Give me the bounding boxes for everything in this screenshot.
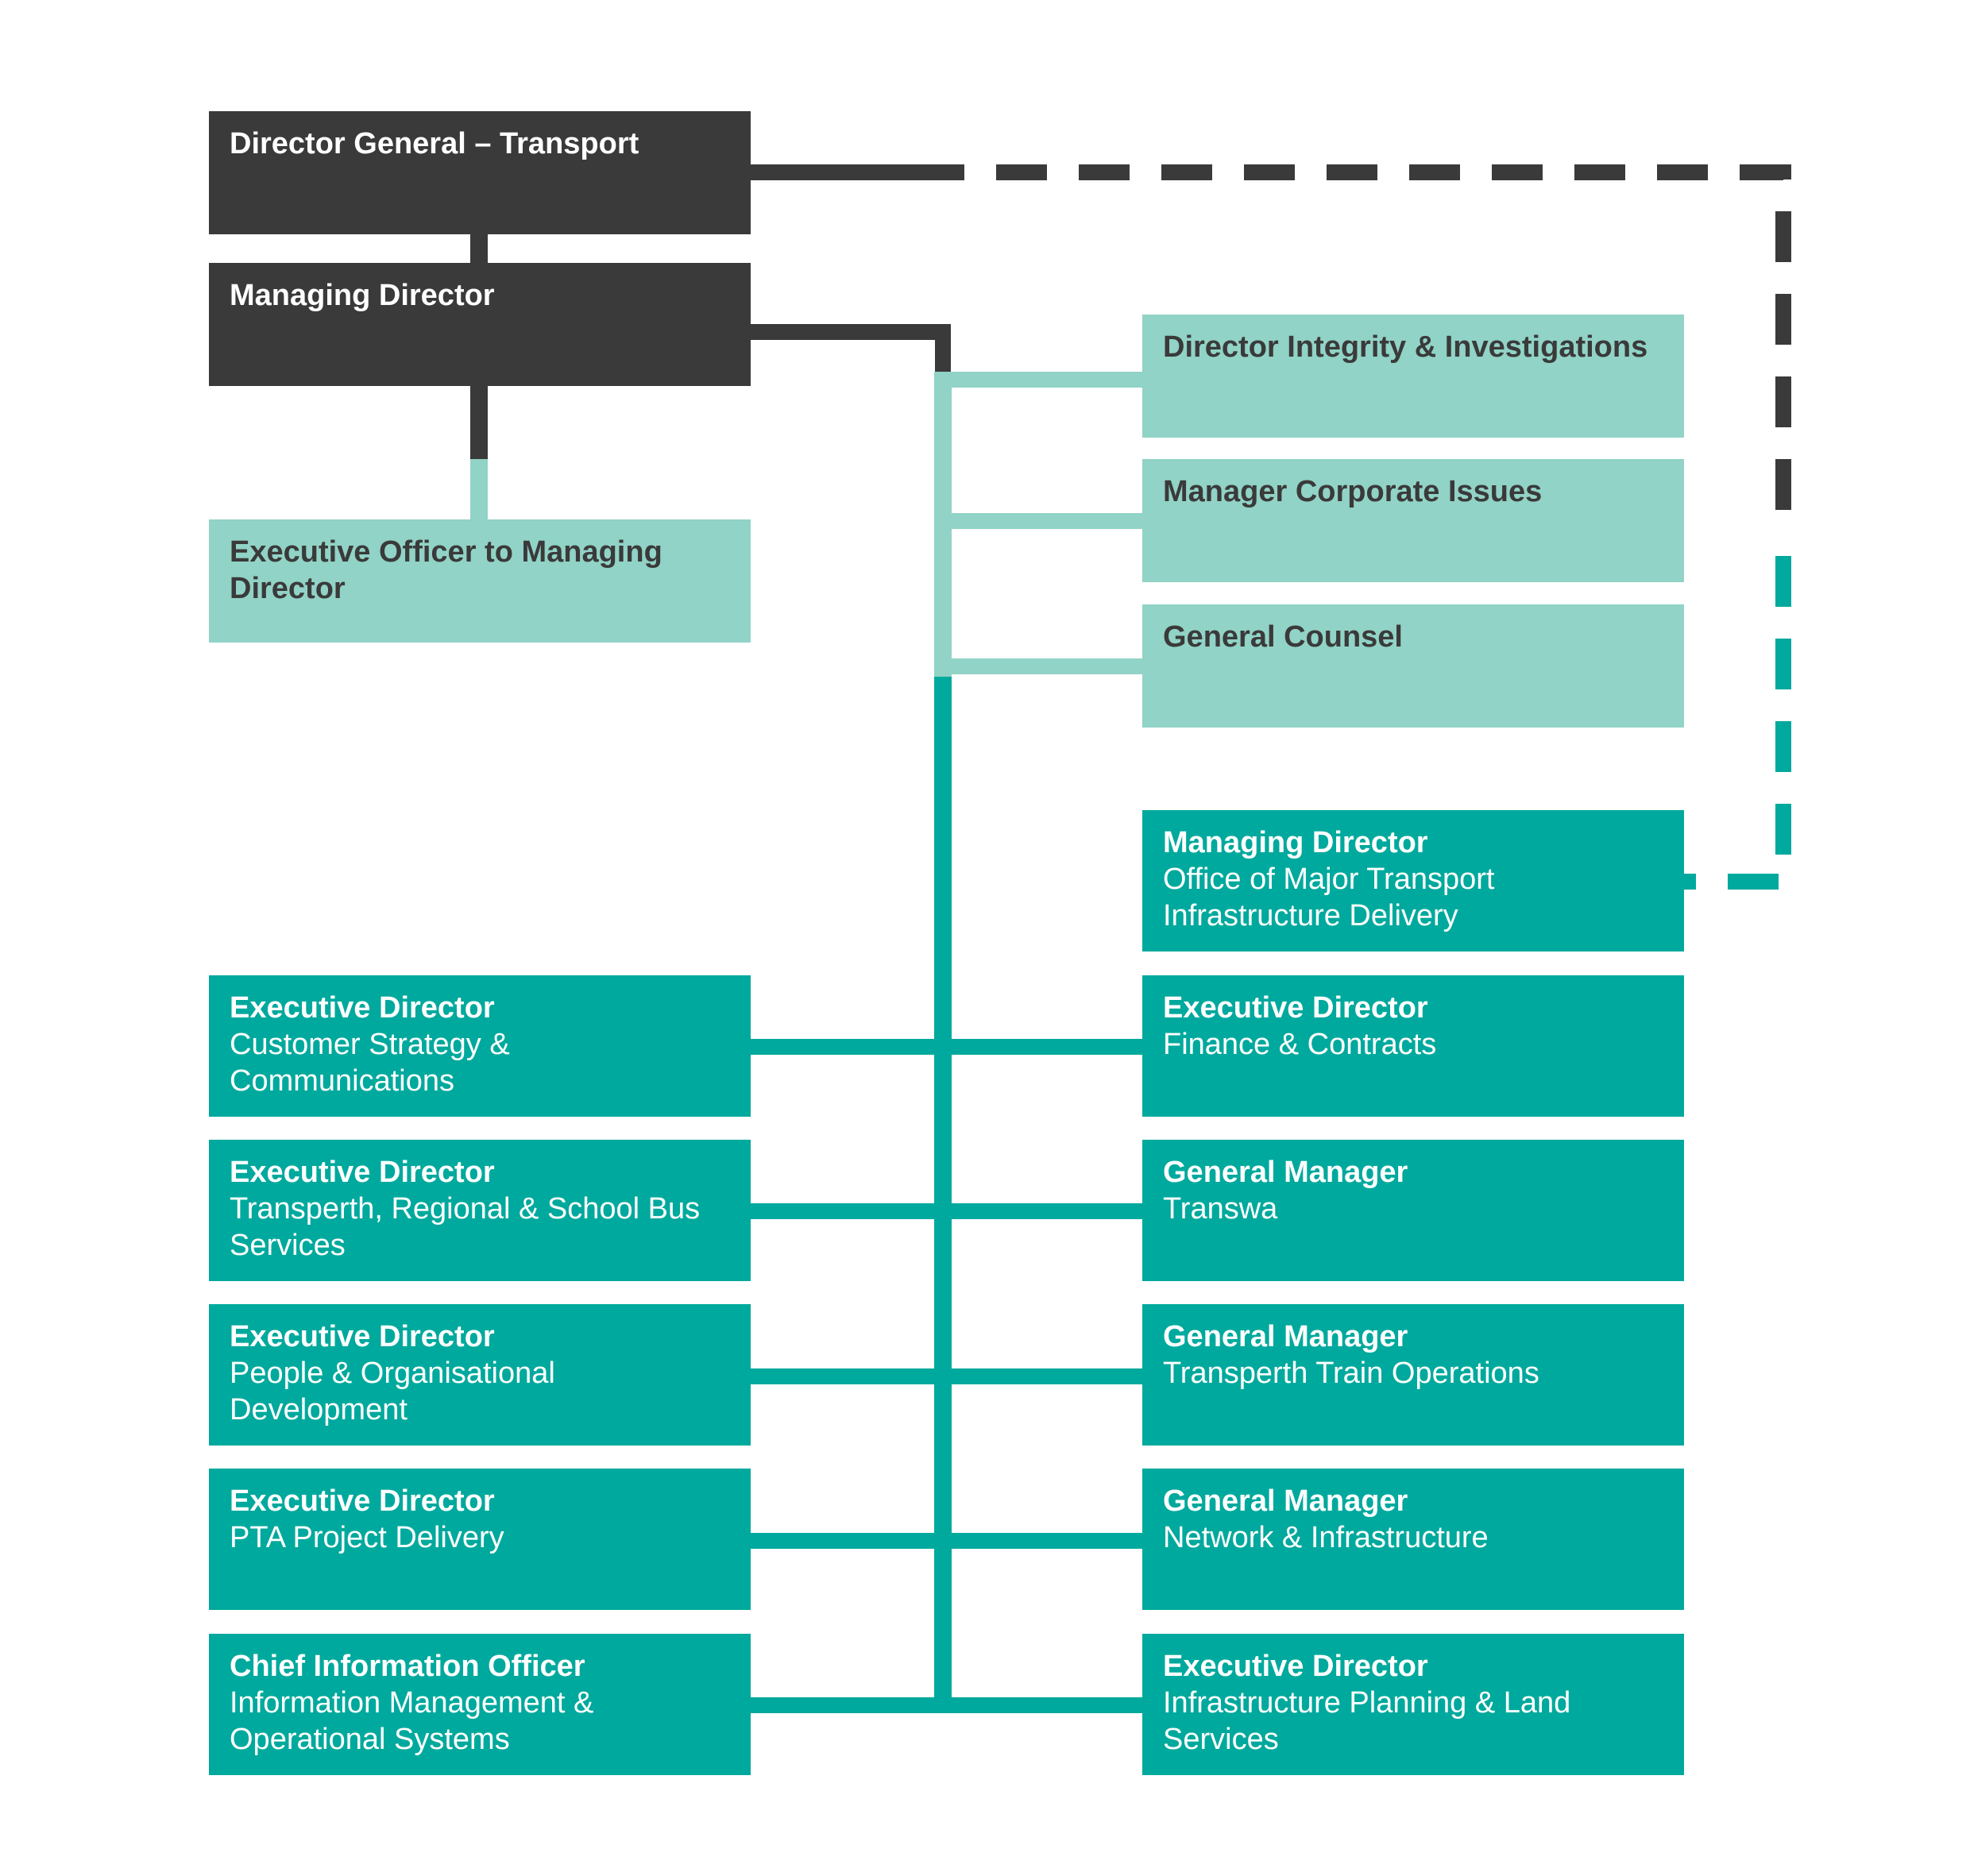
box-general-counsel: General Counsel [1142,604,1684,728]
box-ed-infrastructure-planning: Executive Director Infrastructure Planni… [1142,1634,1684,1775]
box-subtitle: Transwa [1163,1192,1278,1226]
box-ed-pta-project: Executive Director PTA Project Delivery [209,1469,751,1610]
box-ed-finance: Executive Director Finance & Contracts [1142,975,1684,1117]
box-title: General Manager [1163,1320,1408,1353]
box-title: Director General – Transport [230,127,639,160]
box-subtitle: Information Management & Operational Sys… [230,1686,594,1756]
box-title: Executive Director [230,991,495,1025]
box-title: Managing Director [1163,826,1428,859]
box-subtitle: Office of Major Transport Infrastructure… [1163,863,1495,932]
box-title: General Manager [1163,1156,1408,1189]
box-title: Executive Director [230,1320,495,1353]
box-title: Chief Information Officer [230,1650,585,1683]
box-ed-customer-strategy: Executive Director Customer Strategy & C… [209,975,751,1117]
connector-md-to-spine [751,324,951,372]
dashed-teal-segment [1684,556,1791,890]
box-director-integrity: Director Integrity & Investigations [1142,315,1684,438]
box-subtitle: PTA Project Delivery [230,1521,504,1554]
box-title: General Manager [1163,1484,1408,1518]
box-title: Manager Corporate Issues [1163,475,1543,508]
box-subtitle: Customer Strategy & Communications [230,1028,510,1098]
box-subtitle: Finance & Contracts [1163,1028,1437,1061]
box-subtitle: Infrastructure Planning & Land Services [1163,1686,1571,1756]
box-executive-officer: Executive Officer to Managing Director [209,519,751,643]
box-title: Director Integrity & Investigations [1163,330,1648,364]
box-subtitle: Transperth Train Operations [1163,1357,1539,1390]
box-title: General Counsel [1163,620,1403,654]
box-subtitle: Transperth, Regional & School Bus Servic… [230,1192,701,1262]
box-gm-network: General Manager Network & Infrastructure [1142,1469,1684,1610]
box-ed-transperth: Executive Director Transperth, Regional … [209,1140,751,1281]
box-ed-people: Executive Director People & Organisation… [209,1304,751,1446]
box-title: Executive Director [230,1484,495,1518]
box-gm-transwa: General Manager Transwa [1142,1140,1684,1281]
box-title: Executive Director [1163,1650,1428,1683]
box-title: Executive Director [1163,991,1428,1025]
box-md-major-transport: Managing Director Office of Major Transp… [1142,810,1684,952]
box-subtitle: People & Organisational Development [230,1357,555,1426]
box-title: Executive Director [230,1156,495,1189]
box-title: Managing Director [230,279,495,312]
box-title: Executive Officer to Managing Director [230,535,662,605]
box-cio: Chief Information Officer Information Ma… [209,1634,751,1775]
box-subtitle: Network & Infrastructure [1163,1521,1489,1554]
box-managing-director: Managing Director [209,263,751,386]
box-director-general: Director General – Transport [209,111,751,234]
dashed-dark-segment [914,164,1791,524]
box-gm-train-operations: General Manager Transperth Train Operati… [1142,1304,1684,1446]
box-manager-corporate-issues: Manager Corporate Issues [1142,459,1684,582]
